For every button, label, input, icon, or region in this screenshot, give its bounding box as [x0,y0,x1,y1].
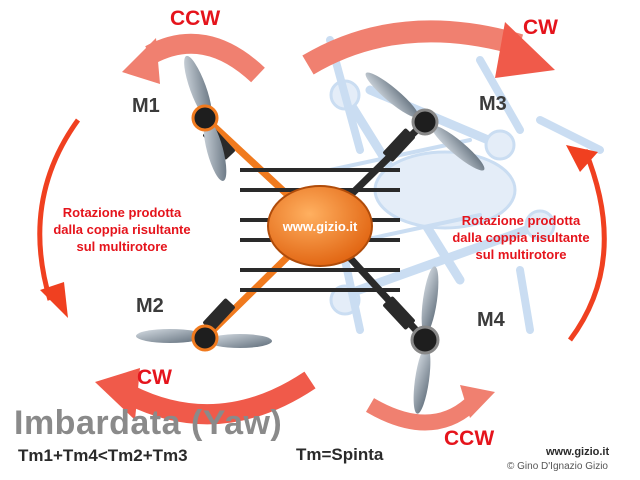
note-right: Rotazione prodotta dalla coppia risultan… [436,212,606,263]
ghost-multirotor [326,36,604,334]
site-credit: www.gizio.it [546,446,610,458]
label-cw-top: CW [523,16,558,39]
label-m3: M3 [479,93,507,115]
motor-m4 [410,266,440,414]
arrow-cw-top-right [302,20,524,75]
rotation-arrows [37,20,607,431]
label-m2: M2 [136,295,164,317]
label-ccw-top: CCW [170,7,221,30]
note-left-line-1: Rotazione prodotta [62,205,182,220]
note-left-line-3: sul multirotore [76,239,168,254]
motor-m2 [136,324,272,352]
label-m1: M1 [132,95,160,117]
label-m4: M4 [477,309,505,331]
arrow-ccw-bottom-right [365,398,476,431]
arrowhead-top-left [122,38,160,84]
label-cw-bottom: CW [137,366,172,389]
arrow-left-curve [37,118,81,301]
diagram-title: Imbardata (Yaw) [14,404,283,442]
arrowhead-right-curve [566,145,598,172]
arrow-cw-bottom-left [125,371,316,425]
arrow-right-curve [567,149,607,342]
hub-logo-text: www.gizio.it [282,219,358,234]
thrust-legend: Tm=Spinta [296,445,384,464]
note-right-line-3: sul multirotore [475,247,567,262]
motor-m3 [365,72,485,171]
note-right-line-1: Rotazione prodotta [461,213,581,228]
arrowhead-left-curve [40,282,68,318]
thrust-formula: Tm1+Tm4<Tm2+Tm3 [18,446,188,465]
arrowhead-bottom-left [95,368,140,420]
label-ccw-bottom: CCW [444,427,495,450]
arrowhead-bottom-right [460,385,495,418]
note-right-line-2: dalla coppia risultante [452,230,590,245]
note-left-line-2: dalla coppia risultante [53,222,191,237]
multirotor-frame: www.gizio.it [202,115,428,343]
note-left: Rotazione prodotta dalla coppia risultan… [42,204,202,255]
motor-m1 [184,55,227,181]
arrowhead-top-right [495,22,555,78]
hub-body [267,185,373,267]
arrow-ccw-top-left [145,33,265,83]
copyright-credit: © Gino D'Ignazio Gizio [507,461,608,472]
